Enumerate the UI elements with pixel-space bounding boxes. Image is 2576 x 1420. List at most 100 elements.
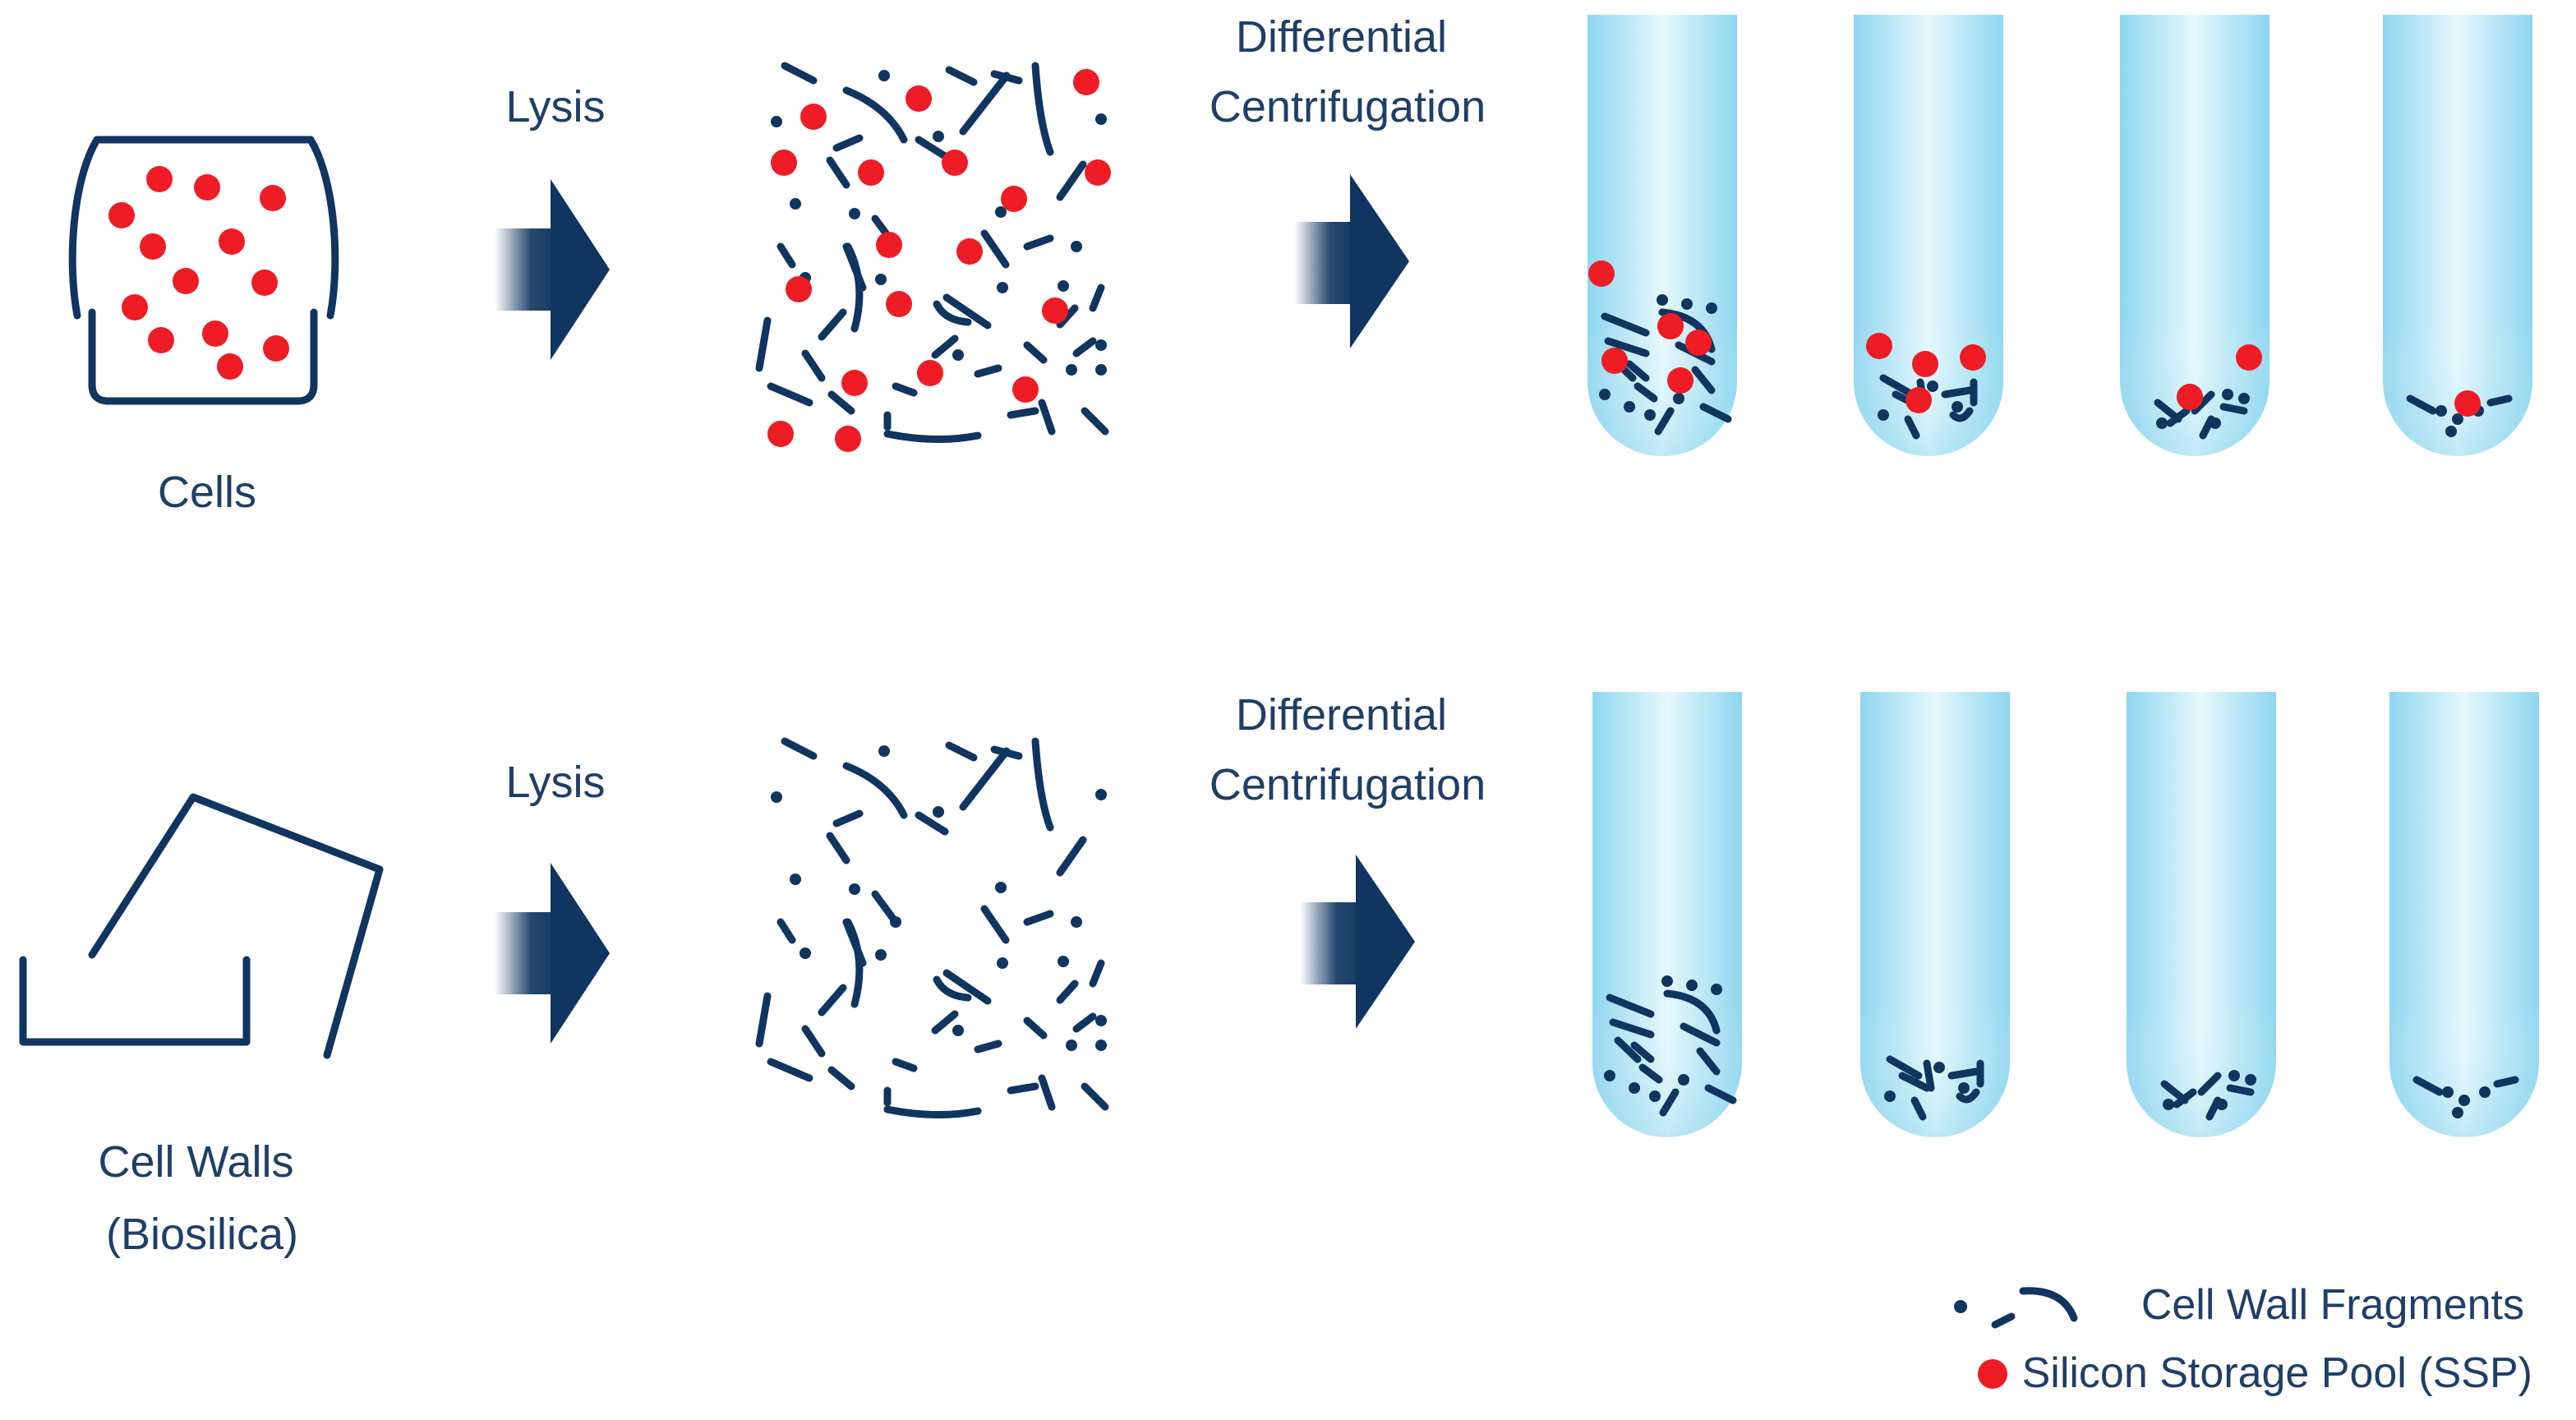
fragment-dot: [875, 274, 887, 285]
lysis-label: Lysis: [505, 758, 605, 807]
ssp-dot: [1001, 186, 1027, 212]
fragment-dash: [827, 390, 855, 415]
fragment-dot: [1644, 409, 1656, 421]
fragment-dot: [2479, 1086, 2491, 1098]
fragment-arc: [844, 918, 864, 1008]
ssp-dot: [800, 104, 827, 130]
fragment-arc: [883, 1105, 982, 1119]
ssp-dot: [146, 166, 173, 192]
fragment-dot: [1058, 956, 1069, 967]
fragment-dot: [933, 131, 944, 142]
fragment-arc: [933, 300, 972, 326]
ssp-dot: [173, 268, 199, 294]
fragment-dash: [974, 1040, 1002, 1053]
centrifuge-tube: [1592, 692, 1742, 1137]
fragment-dash: [931, 1010, 959, 1035]
fragment-arc: [1031, 737, 1054, 832]
fragment-dash: [1879, 374, 1916, 399]
fragment-dot: [995, 206, 1007, 218]
tube-row-1: [1588, 15, 2532, 456]
fragment-dash: [767, 382, 813, 407]
centrifugation-arrow-icon: [1294, 174, 1409, 348]
fragment-dot: [1058, 280, 1069, 292]
legend: Cell Wall Fragments Silicon Storage Pool…: [1954, 1281, 2532, 1397]
row-cells: Cells Lysis Differential Centrifugation: [68, 12, 2532, 517]
fragment-dash: [942, 293, 992, 330]
ssp-dot: [217, 353, 243, 380]
fragment-dot: [1686, 980, 1698, 991]
fragment-dash: [1947, 1067, 1980, 1080]
ssp-dot: [202, 320, 228, 347]
fragment-dot: [2452, 1107, 2463, 1118]
centrifugation-arrow-icon: [1300, 855, 1415, 1029]
fragment-dash: [1691, 366, 1716, 394]
ssp-dot: [2177, 384, 2203, 410]
fragment-dash: [915, 136, 949, 160]
fragment-dash: [1038, 1074, 1056, 1111]
tube-shade: [2127, 692, 2276, 1137]
fragment-dot: [771, 116, 782, 127]
fragment-dash: [1072, 337, 1097, 357]
ssp-dot: [140, 233, 166, 260]
fragment-dot: [2163, 1099, 2174, 1110]
fragment-dot: [2435, 405, 2447, 417]
fragment-arc: [1956, 1088, 1980, 1104]
legend-label-fragments: Cell Wall Fragments: [2141, 1281, 2524, 1329]
fragment-dash: [1680, 1022, 1721, 1047]
legend-label-ssp: Silicon Storage Pool (SSP): [2022, 1349, 2532, 1397]
fragments-icon: [1954, 1287, 2078, 1329]
fragment-arc: [842, 762, 908, 819]
ssp-dot: [1012, 376, 1039, 403]
fragment-dash: [1023, 341, 1048, 364]
fragment-dash: [1614, 1036, 1642, 1063]
fragment-dash: [1038, 399, 1056, 436]
fragment-dash: [1638, 1063, 1663, 1084]
fragment-dash: [827, 1066, 855, 1090]
fragment-dot: [1095, 1040, 1107, 1051]
fragment-dash: [1081, 1082, 1109, 1111]
fragment-dot: [952, 349, 964, 361]
fragment-dot: [1884, 1090, 1896, 1102]
cell-lower-wall: [88, 308, 318, 405]
fragment-dash: [755, 992, 772, 1048]
ssp-dot: [917, 360, 943, 386]
ssp-dot: [108, 202, 135, 228]
fragment-dash: [2226, 1084, 2255, 1096]
fragment-dash: [776, 918, 796, 944]
ssp-dot: [148, 327, 174, 353]
ssp-dot: [1667, 367, 1694, 394]
cell-wall-outline-icon: [19, 793, 384, 1059]
ssp-dot: [886, 291, 912, 317]
fragment-dot: [1958, 1082, 1970, 1094]
fragment-dash: [959, 71, 1011, 136]
fragment-dash: [1634, 382, 1658, 403]
fragment-dash: [781, 62, 818, 85]
fragment-dot: [1673, 393, 1684, 404]
fragment-dot: [890, 916, 901, 928]
ssp-dot: [906, 85, 932, 112]
fragment-dash: [755, 316, 772, 372]
ssp-dot: [1601, 348, 1628, 374]
fragment-dot: [790, 874, 801, 885]
fragment-dot: [1678, 1074, 1689, 1086]
fragment-arc: [844, 242, 864, 333]
fragment-dot: [1711, 984, 1722, 995]
ssp-dot: [835, 426, 861, 452]
fragment-arc: [933, 975, 972, 1002]
fragment-dot: [1927, 380, 1938, 392]
fragment-dot: [1952, 401, 1963, 413]
fragment-dash: [767, 1058, 813, 1082]
ssp-dot: [771, 150, 797, 176]
fragment-dash: [945, 66, 978, 86]
fragment-dot: [2458, 1095, 2470, 1106]
fragment-dash: [1056, 304, 1079, 329]
fragment-dot: [878, 70, 890, 81]
fragment-dash: [1601, 312, 1650, 337]
fragment-dash: [1023, 234, 1054, 251]
fragment-dash: [1089, 284, 1105, 312]
ssp-dot: [1912, 351, 1938, 377]
fragment-arc: [1663, 989, 1721, 1035]
ssp-dot: [942, 150, 968, 176]
fragment-dash: [1056, 160, 1087, 201]
fragment-dash: [945, 741, 978, 762]
